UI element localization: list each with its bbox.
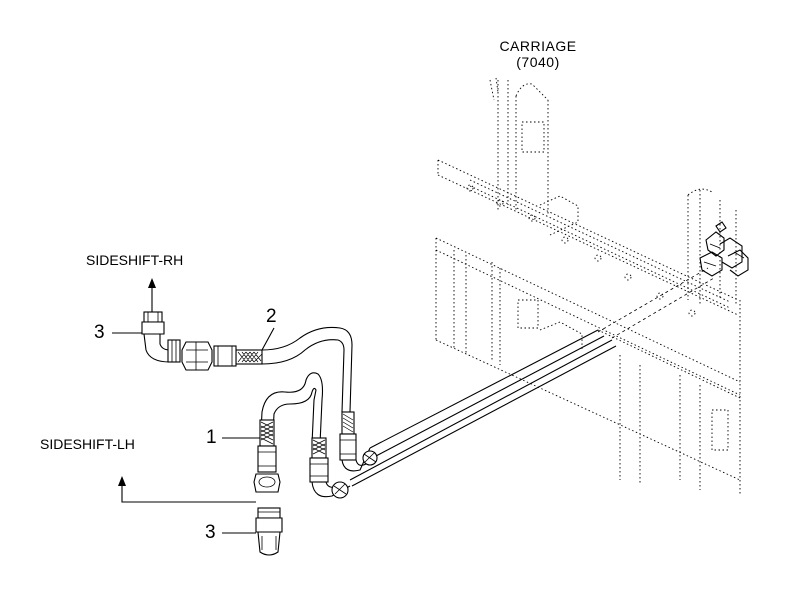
dashed-connector — [611, 277, 715, 339]
carriage-label: CARRIAGE (7040) — [488, 38, 588, 70]
carriage-port-fittings — [699, 221, 749, 277]
leaders — [112, 278, 275, 534]
dashed-connector — [597, 267, 709, 333]
carriage-frame — [435, 77, 741, 495]
carriage-label-part-number: (7040) — [516, 54, 560, 70]
callout-1: 1 — [206, 427, 217, 448]
hose-1 — [253, 372, 351, 499]
sideshift-lh-label: SIDESHIFT-LH — [40, 436, 135, 452]
lh-straight-fitting — [255, 507, 283, 556]
hose-2 — [181, 326, 378, 472]
rh-elbow-fitting — [141, 311, 181, 363]
sideshift-rh-label: SIDESHIFT-RH — [86, 252, 184, 268]
callout-3-rh: 3 — [94, 322, 105, 343]
callout-2: 2 — [266, 306, 277, 327]
callout-3-lh: 3 — [205, 522, 216, 543]
carriage-label-title: CARRIAGE — [499, 38, 577, 54]
long-tubes — [349, 329, 617, 487]
